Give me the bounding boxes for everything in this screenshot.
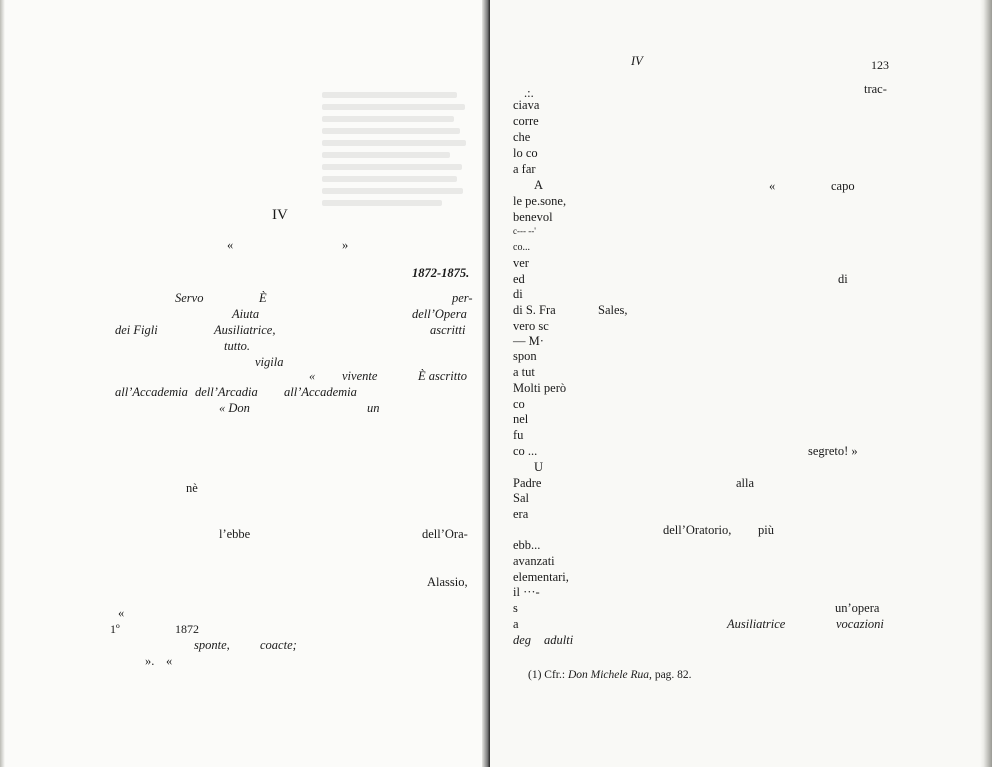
word-aiuta: Aiuta <box>232 307 260 321</box>
chapter-years: 1872-1875. <box>412 266 470 280</box>
word-ascritti: ascritti <box>430 323 466 337</box>
line-fragment: Padre <box>513 476 542 490</box>
line-fragment: ciava <box>513 98 540 112</box>
word-servo: Servo <box>175 291 204 305</box>
word-e-ascritto: È ascritto <box>418 369 467 383</box>
line-fragment: era <box>513 507 529 521</box>
open-quote-2: « <box>309 369 316 383</box>
word-vocazioni: vocazioni <box>836 617 884 631</box>
footnote: (1) Cfr.: Don Michele Rua, pag. 82. <box>528 668 692 683</box>
left-page-edge <box>0 0 5 767</box>
open-quote-3: « <box>118 606 125 620</box>
line-fragment: a <box>513 617 519 631</box>
line-fragment: adulti <box>544 633 574 647</box>
line-fragment: lo co <box>513 146 538 160</box>
right-page-edge <box>980 0 992 767</box>
word-1872: 1872 <box>175 622 199 636</box>
line-fragment: c--- --' <box>513 226 536 236</box>
word-unopera: un’opera <box>835 601 880 615</box>
word-dellopera: dell’Opera <box>412 307 467 321</box>
word-vivente: vivente <box>342 369 378 383</box>
word-vigila: vigila <box>255 355 284 369</box>
line-fragment: a far <box>513 162 536 176</box>
word-alassio: Alassio, <box>427 575 468 589</box>
line-fragment: vero sc <box>513 319 549 333</box>
word-allaccademia-2: all’Accademia <box>284 385 357 399</box>
word-allaccademia: all’Accademia <box>115 385 188 399</box>
left-page: IV « » 1872-1875. Servo È per- Aiuta del… <box>0 0 486 767</box>
line-fragment: deg <box>513 633 532 647</box>
bleed-through-text <box>322 86 472 226</box>
word-dei-figli: dei Figli <box>115 323 158 337</box>
line-fragment: a tut <box>513 365 535 379</box>
line-fragment: avanzati <box>513 554 555 568</box>
line-fragment: corre <box>513 114 539 128</box>
line-fragment: spon <box>513 349 537 363</box>
line-fragment: di S. Fra <box>513 303 556 317</box>
line-fragment: co ... <box>513 444 538 458</box>
word-di: di <box>838 272 848 286</box>
word-e: È <box>259 291 267 305</box>
word-sales: Sales, <box>598 303 628 317</box>
running-head: IV <box>631 54 643 68</box>
word-trac: trac- <box>864 82 887 96</box>
word-coacte: coacte; <box>260 638 297 652</box>
chapter-heading: IV <box>272 207 288 223</box>
word-tutto: tutto. <box>224 339 251 353</box>
word-ausiliatrice: Ausiliatrice <box>727 617 786 631</box>
word-dellarcadia: dell’Arcadia <box>195 385 258 399</box>
line-fragment: che <box>513 130 531 144</box>
page-number: 123 <box>871 58 889 72</box>
open-quote-4: « <box>166 654 173 668</box>
word-ne: nè <box>186 481 198 495</box>
close-quote-2: ». <box>145 654 155 668</box>
word-per: per- <box>452 291 473 305</box>
line-fragment: le pe.sone, <box>513 194 567 208</box>
line-fragment: ver <box>513 256 529 270</box>
open-quote: « <box>227 238 234 252</box>
line-fragment: ed <box>513 272 525 286</box>
word-capo: capo <box>831 179 855 193</box>
line-fragment: s <box>513 601 518 615</box>
footnote-title: Don Michele Rua, <box>567 669 652 681</box>
line-fragment: Molti però <box>513 381 567 395</box>
word-don: « Don <box>219 401 250 415</box>
word-un: un <box>367 401 380 415</box>
line-fragment: .:. <box>524 86 534 100</box>
word-lebbe: l’ebbe <box>219 527 251 541</box>
line-fragment: Sal <box>513 491 529 505</box>
line-fragment: elementari, <box>513 570 569 584</box>
line-fragment: ebb... <box>513 538 541 552</box>
close-quote: » <box>342 238 349 252</box>
word-delloratorio: dell’Oratorio, <box>663 523 732 537</box>
line-fragment: di <box>513 287 523 301</box>
line-fragment: co... <box>513 242 530 253</box>
word-piu: più <box>758 523 774 537</box>
line-fragment: U <box>534 460 544 474</box>
line-fragment: — M· <box>513 334 544 348</box>
footnote-prefix: (1) Cfr.: <box>528 669 566 681</box>
line-fragment: co <box>513 397 525 411</box>
word-sponte: sponte, <box>194 638 230 652</box>
line-fragment: nel <box>513 412 529 426</box>
right-page: IV 123 .:. ciava corre che lo co a far A… <box>490 0 992 767</box>
line-fragment: il ···- <box>513 585 540 599</box>
word-dellora: dell’Ora- <box>422 527 468 541</box>
word-segreto: segreto! » <box>808 444 858 458</box>
line-fragment: A <box>534 178 544 192</box>
open-quote: « <box>769 179 776 193</box>
line-fragment: fu <box>513 428 524 442</box>
word-ausiliatrice: Ausiliatrice, <box>214 323 276 337</box>
footnote-suffix: pag. 82. <box>654 669 692 681</box>
line-fragment: benevol <box>513 210 553 224</box>
word-alla: alla <box>736 476 755 490</box>
word-1o: 1º <box>110 622 120 636</box>
